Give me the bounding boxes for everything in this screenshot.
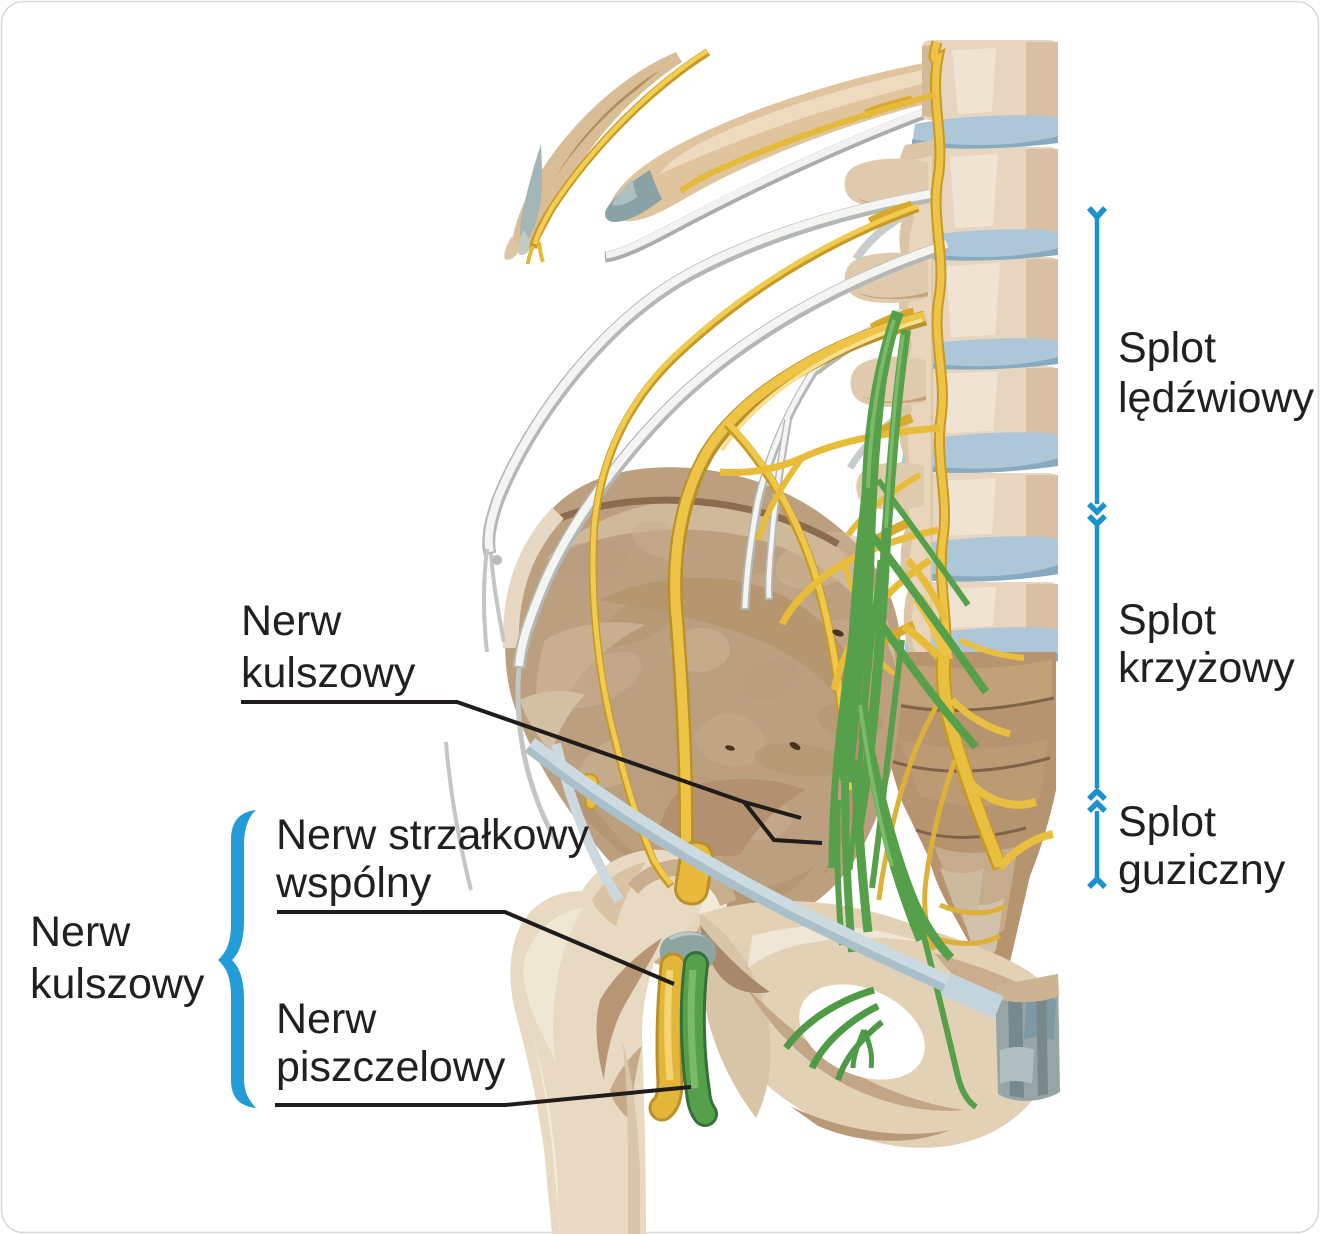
- svg-text:lędźwiowy: lędźwiowy: [1118, 374, 1314, 422]
- svg-text:kulszowy: kulszowy: [241, 649, 416, 697]
- svg-text:Nerw strzałkowy: Nerw strzałkowy: [276, 811, 589, 859]
- svg-text:Nerw: Nerw: [276, 995, 377, 1043]
- svg-text:piszczelowy: piszczelowy: [276, 1043, 506, 1091]
- svg-text:wspólny: wspólny: [275, 859, 432, 907]
- svg-text:Splot: Splot: [1118, 798, 1216, 846]
- svg-text:Splot: Splot: [1118, 596, 1216, 644]
- svg-text:krzyżowy: krzyżowy: [1118, 644, 1295, 692]
- svg-text:guziczny: guziczny: [1118, 846, 1286, 894]
- svg-text:Splot: Splot: [1118, 324, 1216, 372]
- svg-text:kulszowy: kulszowy: [30, 960, 205, 1008]
- svg-text:Nerw: Nerw: [30, 908, 131, 956]
- svg-text:Nerw: Nerw: [241, 597, 342, 645]
